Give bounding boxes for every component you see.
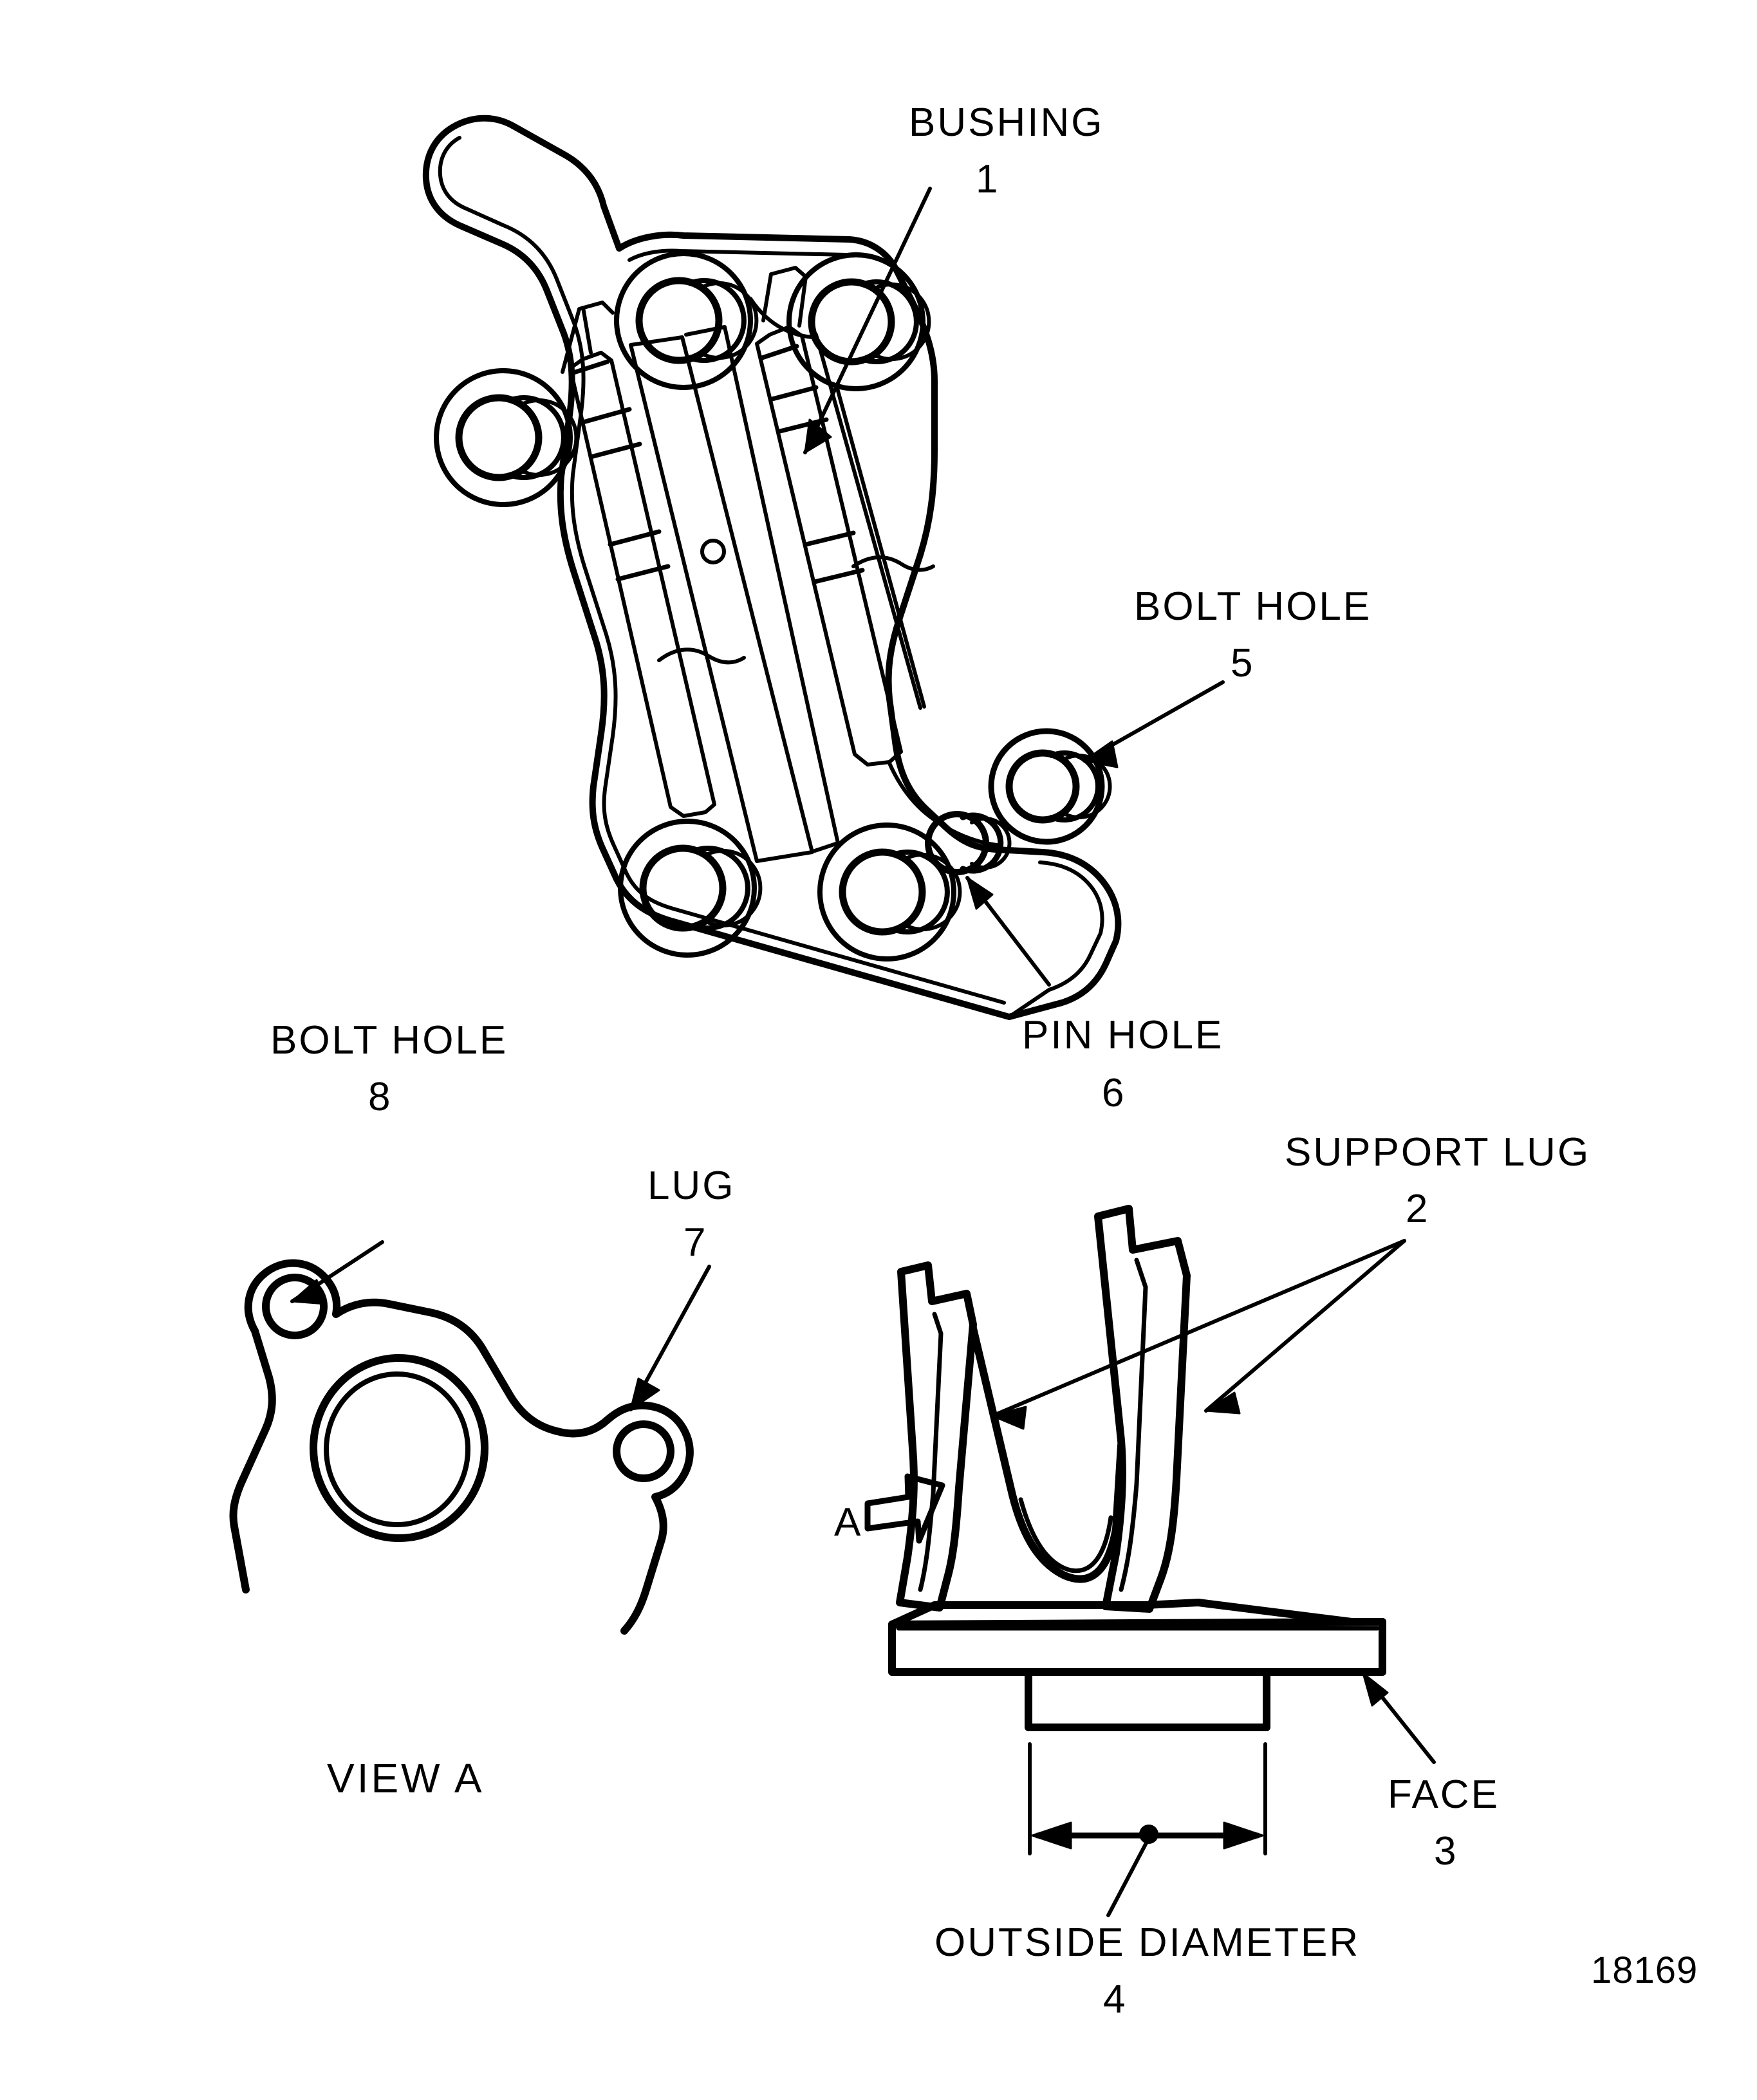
support-lug-left <box>896 1261 977 1612</box>
view-a-outline <box>229 1259 694 1635</box>
callout-label-pin-hole-6: PIN HOLE <box>1022 1013 1224 1057</box>
callout-number-outside-diameter-4: 4 <box>1103 1977 1126 2021</box>
top-saddle-curve <box>748 297 814 339</box>
callout-label-support-lug-2: SUPPORT LUG <box>1285 1130 1591 1175</box>
callout-label-outside-diameter-4: OUTSIDE DIAMETER <box>934 1920 1361 1965</box>
flange-plate <box>888 1599 1386 1676</box>
section-arrow-a <box>864 1473 945 1544</box>
view-a-central-bore <box>310 1354 488 1542</box>
section-arrow-letter-a: A <box>834 1500 861 1545</box>
view-a-caption: VIEW A <box>327 1755 485 1801</box>
leader-face-3 <box>1361 1671 1436 1764</box>
leader-pin-hole-6 <box>965 876 1051 987</box>
center-pilot-hole <box>700 539 726 564</box>
callout-label-bolt-hole-8: BOLT HOLE <box>270 1018 508 1063</box>
bushing-boss-mid-left <box>434 368 579 507</box>
leader-lug-7 <box>629 1265 711 1411</box>
callout-label-bushing: BUSHING <box>909 100 1104 145</box>
callout-number-support-lug-2: 2 <box>1406 1187 1428 1231</box>
center-web-panel <box>629 325 840 863</box>
left-rib-detail <box>561 301 746 818</box>
bushing-boss-bottom-left <box>618 819 763 958</box>
leader-bushing-1 <box>803 187 932 454</box>
callout-number-face-3: 3 <box>1434 1829 1456 1873</box>
callout-label-lug-7: LUG <box>647 1164 736 1208</box>
callout-label-face-3: FACE <box>1388 1772 1500 1817</box>
view-a-bolt-hole-8 <box>262 1274 328 1339</box>
outside-diameter-dimension <box>1028 1742 1267 1917</box>
bushing-boss-bottom-mid <box>817 822 962 962</box>
bushing-boss-top-right <box>786 252 931 391</box>
right-rib-detail <box>755 266 935 767</box>
flange-spigot <box>1025 1668 1270 1731</box>
callout-number-bolt-hole-8: 8 <box>368 1075 391 1119</box>
view-a-lug-hole-7 <box>613 1420 674 1482</box>
leader-bolt-hole-5 <box>1083 680 1225 768</box>
callout-number-bolt-hole-5: 5 <box>1231 641 1253 685</box>
bolt-hole-5-boss <box>988 728 1112 845</box>
lug-core-boss <box>969 1324 1125 1583</box>
callout-label-bolt-hole-5: BOLT HOLE <box>1134 584 1372 629</box>
figure-number: 18169 <box>1591 1949 1698 1991</box>
callout-number-pin-hole-6: 6 <box>1102 1071 1124 1115</box>
leader-support-lug-2 <box>990 1239 1406 1430</box>
callout-number-bushing: 1 <box>976 157 998 201</box>
callout-number-lug-7: 7 <box>683 1220 706 1265</box>
main-bracket-outline <box>422 115 1122 1020</box>
bushing-boss-top-left <box>614 251 759 390</box>
lower-right-fillet <box>888 761 1003 848</box>
leader-bolt-hole-8 <box>290 1240 384 1305</box>
